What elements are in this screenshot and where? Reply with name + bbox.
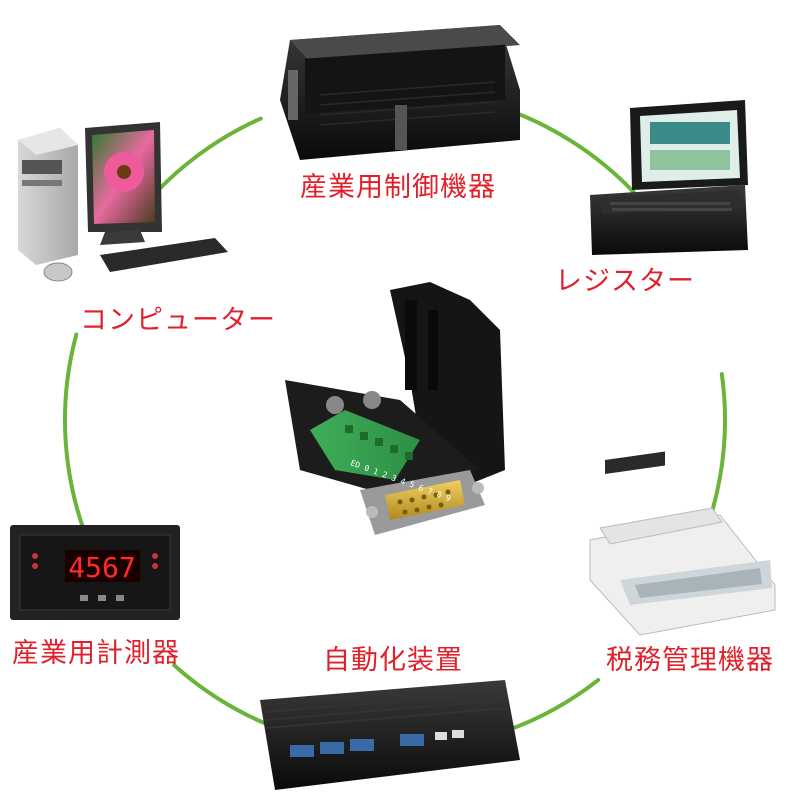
label-tax-machine: 税務管理機器 xyxy=(606,645,774,676)
panel-meter-icon: 4567 xyxy=(10,525,180,620)
label-register: レジスター xyxy=(555,266,695,297)
label-automation: 自動化装置 xyxy=(323,645,463,676)
desktop-computer-icon xyxy=(18,122,228,282)
label-computer: コンピューター xyxy=(80,305,276,336)
dot-matrix-printer-icon xyxy=(589,451,776,636)
rugged-laptop-icon xyxy=(590,100,748,255)
fanless-box-pc-icon xyxy=(260,680,520,790)
label-industrial-control: 産業用制御機器 xyxy=(300,172,496,203)
label-measurement: 産業用計測器 xyxy=(12,638,180,669)
meter-display: 4567 xyxy=(68,551,135,584)
rack-server-icon xyxy=(280,25,520,160)
d-sub-terminal-connector-icon: ED 0 1 2 3 4 5 6 7 8 9 xyxy=(285,282,505,535)
